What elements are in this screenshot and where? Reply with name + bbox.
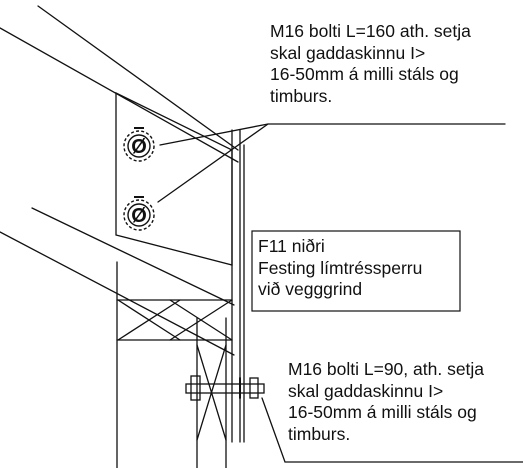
brace-4 <box>169 299 233 341</box>
lower-bolt-washer <box>190 375 201 401</box>
upper-bolt-connector-icon: Ø <box>123 127 155 162</box>
rafter-top-edge <box>37 5 239 151</box>
note-box <box>251 230 461 312</box>
svg-text:Ø: Ø <box>131 205 147 227</box>
brace-2 <box>117 299 181 341</box>
sloped-member-top <box>31 207 235 306</box>
top-note-leader-2 <box>157 123 269 203</box>
top-bolt-note: M16 bolti L=160 ath. setja skal gaddaski… <box>270 21 471 106</box>
bottom-bolt-note: M16 bolti L=90, ath. setja skal gaddaski… <box>288 359 485 444</box>
connection-label: F11 niðri Festing límtréssperru við vegg… <box>258 236 423 299</box>
top-note-leader <box>159 123 506 146</box>
lower-bolt-shank <box>185 383 265 394</box>
lower-bolt-nut <box>249 377 259 399</box>
gusset-plate <box>115 91 233 266</box>
bottom-note-leader <box>261 397 523 463</box>
lower-bolt-connector-icon: Ø <box>123 196 155 231</box>
svg-text:Ø: Ø <box>131 136 147 158</box>
